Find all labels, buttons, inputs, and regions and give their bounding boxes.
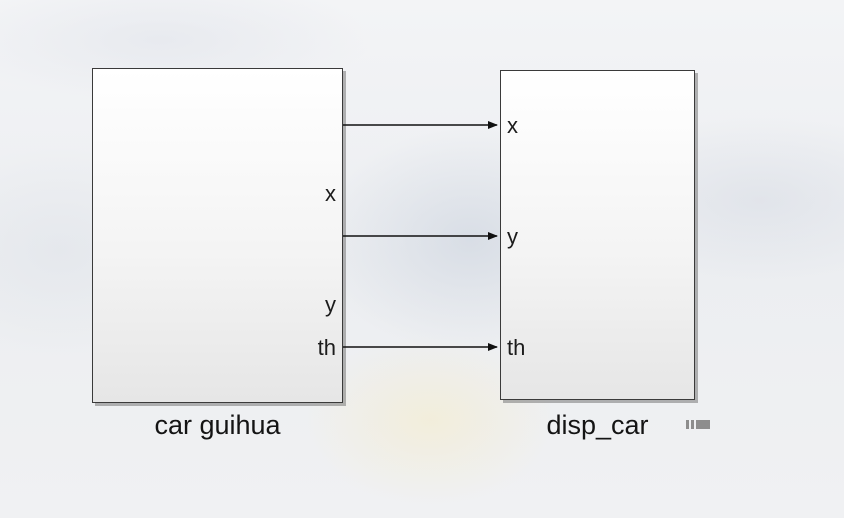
input-port-x[interactable]: x [507, 113, 518, 138]
output-port-x[interactable]: x [325, 181, 336, 206]
input-port-th[interactable]: th [507, 335, 526, 360]
car-guihua-block[interactable]: x y th [92, 68, 343, 403]
output-port-th[interactable]: th [317, 335, 336, 360]
car-guihua-block-label[interactable]: car guihua [154, 410, 281, 440]
output-port-y[interactable]: y [325, 292, 336, 317]
mask-icon [686, 420, 714, 429]
input-port-y[interactable]: y [507, 224, 518, 249]
disp-car-block[interactable]: x y th [500, 70, 695, 400]
disp-car-block-label[interactable]: disp_car [546, 410, 649, 440]
